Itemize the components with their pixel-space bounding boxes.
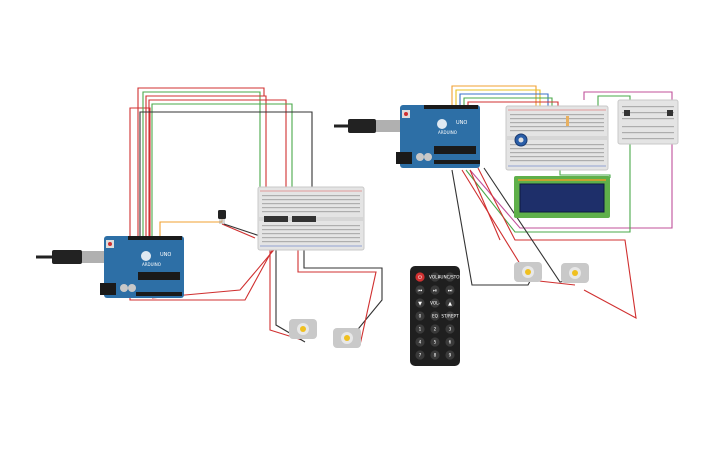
wire-green	[142, 91, 269, 241]
wire-green	[559, 170, 611, 178]
arduino-uno-left: UNO ARDUINO	[100, 236, 184, 298]
ir-remote: ⏻ VOL+ FUNC/STOP ⏮ ⏯ ⏭ ▼ VOL-	[410, 266, 462, 366]
remote-digit-button: 2	[430, 324, 440, 334]
arduino-uno-right: UNO ARDUINO	[396, 105, 480, 168]
board-logo-text: UNO	[160, 252, 171, 258]
remote-play-pause-button: ⏯	[430, 285, 440, 295]
remote-st-rept-button: ST/REPT	[441, 311, 459, 321]
remote-eq-button: EQ	[430, 311, 440, 321]
usb-cable-left	[36, 250, 106, 264]
pushbutton	[667, 110, 673, 116]
board-logo-text: UNO	[456, 120, 467, 126]
next-icon: ⏭	[448, 288, 453, 294]
remote-digit-button: 9	[445, 350, 455, 360]
wire-red	[297, 245, 377, 346]
ir-receiver	[218, 210, 226, 224]
remote-zero-button: 0	[415, 311, 425, 321]
remote-digit-button: 3	[445, 324, 455, 334]
svg-text:8: 8	[434, 353, 437, 358]
svg-text:1: 1	[419, 327, 422, 332]
svg-text:ST/REPT: ST/REPT	[441, 314, 459, 319]
svg-text:0: 0	[419, 314, 422, 319]
wire-black	[303, 245, 383, 346]
svg-text:2: 2	[434, 327, 437, 332]
svg-text:VOL-: VOL-	[430, 301, 440, 306]
down-icon: ▼	[418, 301, 422, 307]
left-wires	[129, 87, 383, 346]
svg-text:EQ: EQ	[432, 314, 439, 319]
pushbutton	[624, 110, 630, 116]
remote-digit-button: 6	[445, 337, 455, 347]
svg-text:FUNC/STOP: FUNC/STOP	[438, 275, 462, 280]
lcd-display	[514, 176, 610, 218]
svg-text:3: 3	[449, 327, 452, 332]
usb-cable-right	[334, 119, 400, 133]
wire-green	[465, 95, 631, 233]
svg-text:9: 9	[449, 353, 452, 358]
wire-red	[469, 169, 501, 241]
svg-text:5: 5	[434, 340, 437, 345]
remote-digit-button: 7	[415, 350, 425, 360]
svg-text:6: 6	[449, 340, 452, 345]
remote-digit-button: 4	[415, 337, 425, 347]
dc-motor-left-1	[289, 319, 317, 339]
svg-text:7: 7	[419, 353, 422, 358]
motor-driver-chip	[292, 216, 316, 222]
board-brand-text: ARDUINO	[142, 262, 161, 267]
wire-red	[137, 87, 265, 240]
resistor	[566, 116, 569, 126]
svg-text:4: 4	[419, 340, 422, 345]
remote-next-button: ⏭	[445, 285, 455, 295]
prev-icon: ⏮	[418, 288, 423, 294]
arduino-logo-icon	[141, 251, 151, 261]
remote-digit-button: 1	[415, 324, 425, 334]
dc-motor-right-2	[561, 263, 589, 283]
wire-red	[477, 167, 637, 319]
motor-driver-chip	[264, 216, 288, 222]
power-icon: ⏻	[418, 275, 422, 281]
remote-down-button: ▼	[415, 298, 425, 308]
right-breadboard	[505, 105, 609, 171]
wire-pink	[469, 91, 673, 229]
remote-vol-up-button: VOL+	[429, 272, 441, 282]
dc-motor-right-1	[514, 262, 542, 282]
board-brand-text: ARDUINO	[438, 130, 457, 135]
wire-red	[129, 107, 276, 301]
button-breadboard	[617, 99, 679, 145]
wire-red	[221, 223, 256, 239]
arduino-logo-icon	[437, 119, 447, 129]
remote-vol-down-button: VOL-	[430, 298, 440, 308]
dc-motor-left-2	[333, 328, 361, 348]
svg-text:VOL+: VOL+	[429, 275, 441, 280]
remote-power-button: ⏻	[415, 272, 425, 282]
up-icon: ▲	[448, 301, 452, 307]
remote-up-button: ▲	[445, 298, 455, 308]
remote-prev-button: ⏮	[415, 285, 425, 295]
remote-digit-button: 8	[430, 350, 440, 360]
wire-black	[139, 111, 313, 240]
wire-red	[145, 95, 273, 241]
remote-digit-button: 5	[430, 337, 440, 347]
remote-func-stop-button: FUNC/STOP	[438, 272, 462, 282]
left-breadboard	[257, 186, 365, 251]
wire-black	[223, 223, 261, 237]
potentiometer-icon	[514, 133, 528, 147]
play-pause-icon: ⏯	[433, 288, 437, 294]
